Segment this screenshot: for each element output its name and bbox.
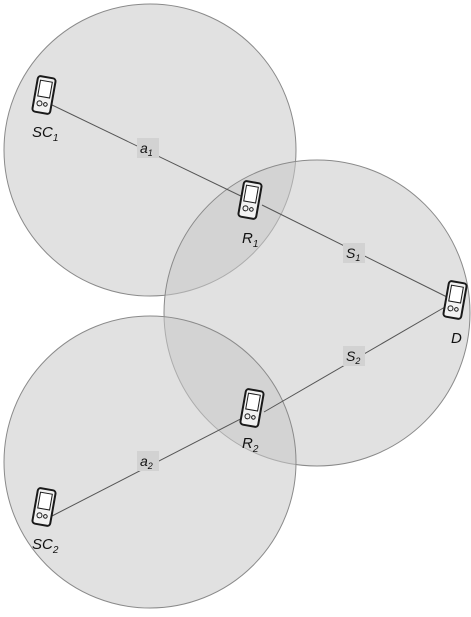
link-label-bg-s2 xyxy=(343,346,365,366)
node-labels: SC1 R1 D R2 SC2 xyxy=(32,124,462,556)
node-label-r1: R1 xyxy=(242,230,258,250)
node-label-sc2: SC2 xyxy=(32,536,59,556)
phone-icon xyxy=(442,280,468,320)
link-label-s1: S1 xyxy=(346,245,360,263)
phone-icon xyxy=(31,487,57,527)
phone-icon xyxy=(237,180,263,220)
link-labels: a1 S1 S2 a2 xyxy=(137,138,365,471)
phone-icon xyxy=(239,388,265,428)
devices xyxy=(31,75,468,527)
phone-icon xyxy=(31,75,57,115)
link-label-bg-a2 xyxy=(137,451,159,471)
link-label-bg-a1 xyxy=(137,138,159,158)
link-label-a2: a2 xyxy=(140,453,153,471)
node-label-r2: R2 xyxy=(242,435,259,455)
link-label-s2: S2 xyxy=(346,348,360,366)
node-label-sc1: SC1 xyxy=(32,124,58,144)
link-label-a1: a1 xyxy=(140,140,153,158)
node-label-d: D xyxy=(451,330,462,347)
link-label-bg-s1 xyxy=(343,243,365,263)
coverage-areas xyxy=(3,3,471,609)
